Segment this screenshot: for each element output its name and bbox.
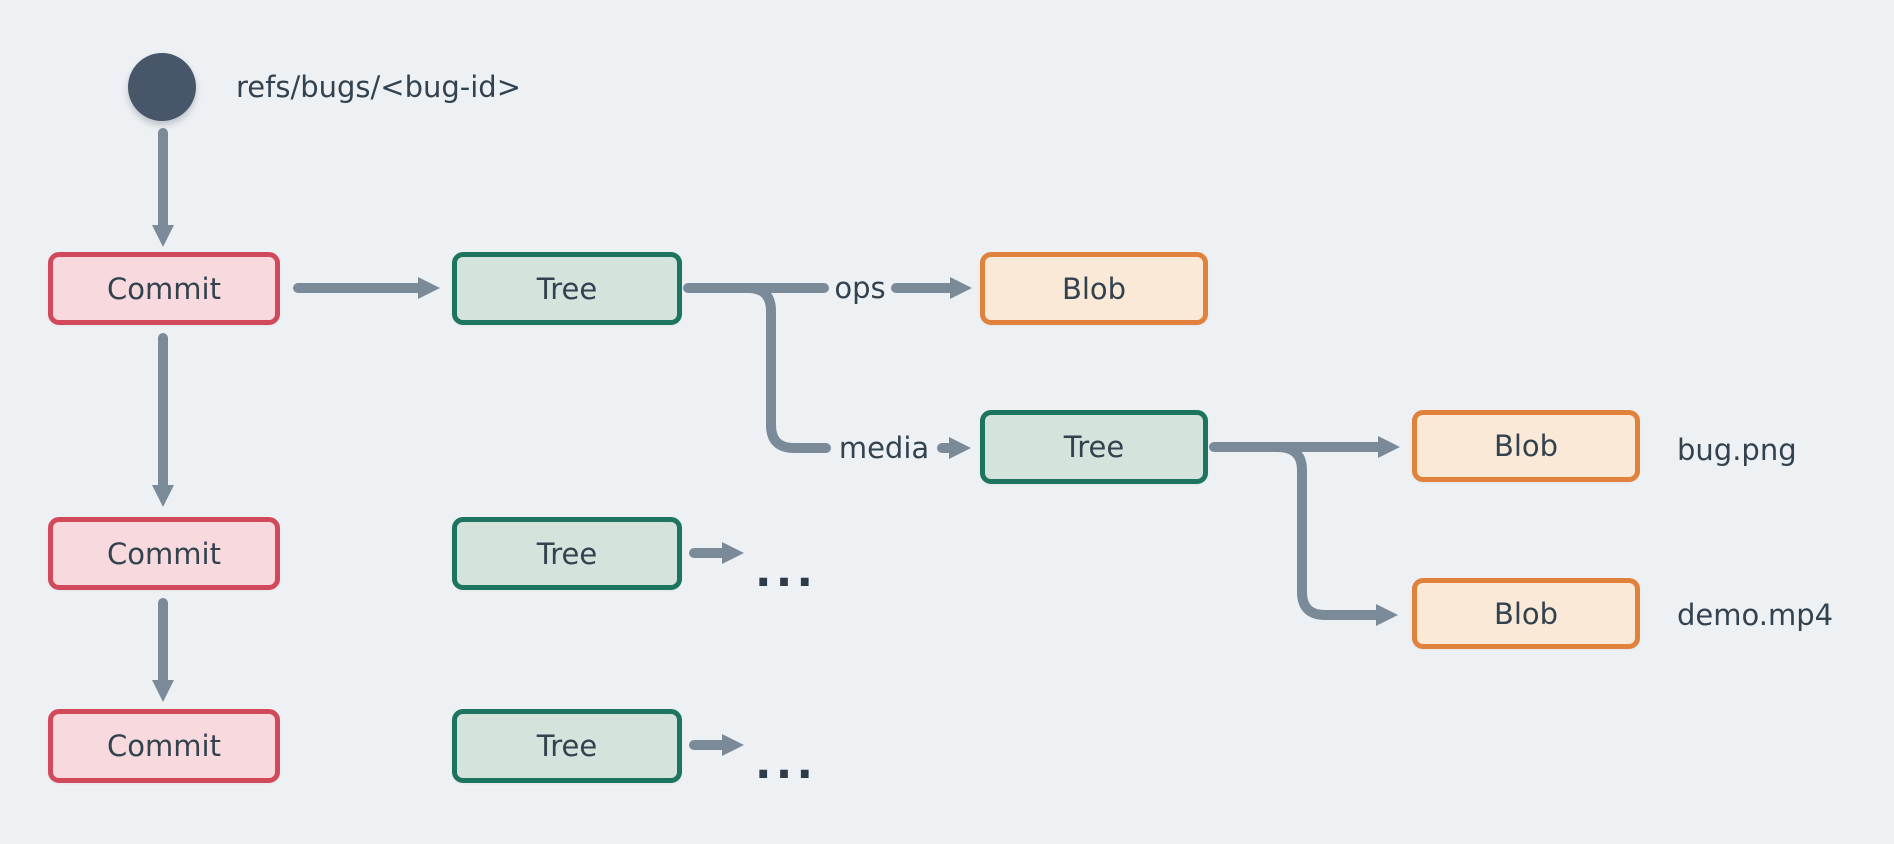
edge-label-media: media [838,431,930,465]
blob-node-label: Blob [1061,271,1127,306]
ellipsis-1: ... [754,546,818,597]
edge-label-ops: ops [834,271,886,305]
edge-tree-media-to-blob-demo [1272,442,1399,627]
tree-node-label: Tree [536,271,598,306]
ref-label: refs/bugs/<bug-id> [236,70,522,104]
ref-node-circle [128,53,196,121]
commit-node-label: Commit [107,271,221,306]
edge-tree-1-branch-media [743,283,831,453]
tree-node-tree-3: Tree [452,709,682,783]
tree-node-tree-2: Tree [452,517,682,590]
tree-node-label: Tree [536,729,598,763]
file-label-bug-png: bug.png [1677,433,1797,467]
blob-node-blob-ops: Blob [980,252,1208,325]
ellipsis-2: ... [754,738,818,789]
file-label-demo-mp4: demo.mp4 [1677,598,1834,632]
blob-node-blob-demo: Blob [1412,578,1640,649]
tree-node-label: Tree [1063,430,1125,464]
commit-node-commit-2: Commit [48,517,280,590]
commit-node-label: Commit [107,729,221,763]
blob-node-label: Blob [1493,429,1559,463]
blob-node-label: Blob [1493,596,1559,631]
tree-node-tree-1: Tree [452,252,682,325]
commit-node-commit-3: Commit [48,709,280,783]
blob-node-blob-bug: Blob [1412,410,1640,482]
tree-node-tree-media: Tree [980,410,1208,484]
commit-node-commit-1: Commit [48,252,280,325]
commit-node-label: Commit [107,536,221,571]
tree-node-label: Tree [536,536,598,571]
